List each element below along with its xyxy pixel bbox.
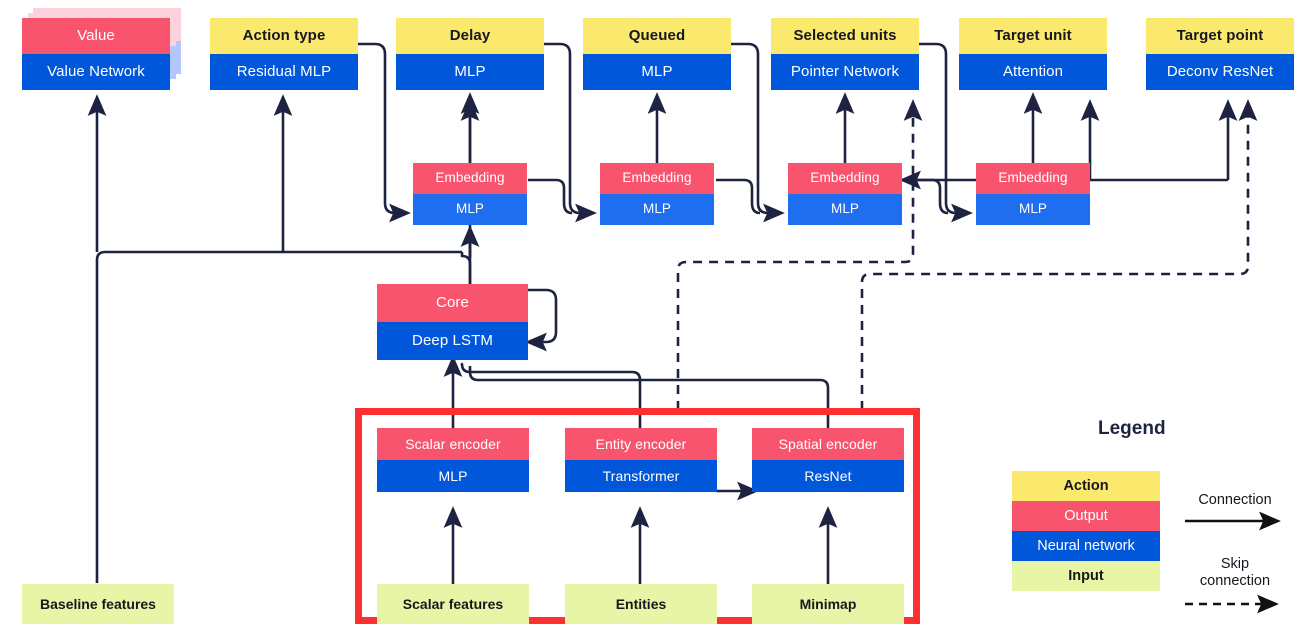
module-entity-encoder[interactable]: Entity encoder Transformer — [565, 428, 717, 492]
module-spatial-encoder-network: ResNet — [752, 460, 904, 492]
module-queued[interactable]: Queued MLP — [583, 18, 731, 90]
module-embedding-4[interactable]: Embedding MLP — [976, 163, 1090, 225]
module-core-title: Core — [377, 284, 528, 322]
module-core[interactable]: Core Deep LSTM — [377, 284, 528, 360]
legend-swatch-action: Action — [1012, 471, 1160, 501]
module-scalar-encoder-network: MLP — [377, 460, 529, 492]
module-scalar-encoder-title: Scalar encoder — [377, 428, 529, 460]
legend-swatch-neural-network: Neural network — [1012, 531, 1160, 561]
module-spatial-encoder-title: Spatial encoder — [752, 428, 904, 460]
module-target-unit[interactable]: Target unit Attention — [959, 18, 1107, 90]
module-target-point-network: Deconv ResNet — [1146, 54, 1294, 90]
module-embedding-1[interactable]: Embedding MLP — [413, 163, 527, 225]
module-selected-units-network: Pointer Network — [771, 54, 919, 90]
module-embedding-3-network: MLP — [788, 194, 902, 225]
module-entity-encoder-network: Transformer — [565, 460, 717, 492]
module-value-network: Value Network — [22, 54, 170, 90]
module-target-unit-network: Attention — [959, 54, 1107, 90]
module-value[interactable]: Value Value Network — [22, 18, 170, 90]
module-value-title: Value — [22, 18, 170, 54]
module-scalar-encoder[interactable]: Scalar encoder MLP — [377, 428, 529, 492]
module-action-type-network: Residual MLP — [210, 54, 358, 90]
input-minimap[interactable]: Minimap — [752, 584, 904, 624]
module-queued-title: Queued — [583, 18, 731, 54]
module-core-network: Deep LSTM — [377, 322, 528, 360]
legend-skip-label-line1: Skip — [1220, 556, 1250, 572]
module-action-type[interactable]: Action type Residual MLP — [210, 18, 358, 90]
module-target-point[interactable]: Target point Deconv ResNet — [1146, 18, 1294, 90]
module-embedding-4-title: Embedding — [976, 163, 1090, 194]
module-embedding-2-network: MLP — [600, 194, 714, 225]
module-delay-network: MLP — [396, 54, 544, 90]
module-embedding-2-title: Embedding — [600, 163, 714, 194]
input-baseline-features[interactable]: Baseline features — [22, 584, 174, 624]
module-embedding-3-title: Embedding — [788, 163, 902, 194]
module-spatial-encoder[interactable]: Spatial encoder ResNet — [752, 428, 904, 492]
legend-swatch-output: Output — [1012, 501, 1160, 531]
input-scalar-features[interactable]: Scalar features — [377, 584, 529, 624]
module-action-type-title: Action type — [210, 18, 358, 54]
module-target-point-title: Target point — [1146, 18, 1294, 54]
legend-skip-label-line2: connection — [1199, 573, 1271, 589]
module-embedding-4-network: MLP — [976, 194, 1090, 225]
module-selected-units-title: Selected units — [771, 18, 919, 54]
legend-connection-label: Connection — [1198, 492, 1272, 508]
module-embedding-3[interactable]: Embedding MLP — [788, 163, 902, 225]
module-target-unit-title: Target unit — [959, 18, 1107, 54]
module-delay-title: Delay — [396, 18, 544, 54]
legend-swatch-input: Input — [1012, 561, 1160, 591]
legend-title: Legend — [1098, 418, 1166, 439]
module-queued-network: MLP — [583, 54, 731, 90]
module-delay[interactable]: Delay MLP — [396, 18, 544, 90]
module-embedding-1-title: Embedding — [413, 163, 527, 194]
input-entities[interactable]: Entities — [565, 584, 717, 624]
module-embedding-1-network: MLP — [413, 194, 527, 225]
module-entity-encoder-title: Entity encoder — [565, 428, 717, 460]
module-embedding-2[interactable]: Embedding MLP — [600, 163, 714, 225]
module-selected-units[interactable]: Selected units Pointer Network — [771, 18, 919, 90]
